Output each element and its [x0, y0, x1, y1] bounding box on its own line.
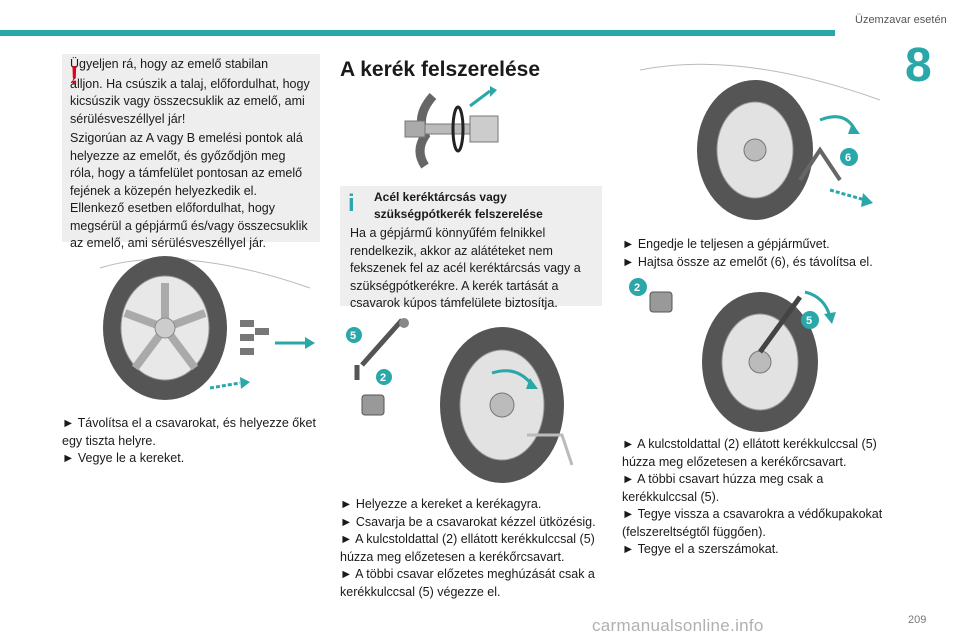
left-step-2: ► Vegye le a kereket. [62, 451, 185, 465]
info-title: Acél keréktárcsás vagy szükségpótkerék f… [374, 190, 543, 221]
badge-6-label: 6 [845, 152, 851, 164]
section-heading: A kerék felszerelése [340, 58, 541, 81]
right-step-b2: ► A többi csavart húzza meg csak a kerék… [622, 472, 824, 504]
warning-line-2: álljon. Ha csúszik a talaj, előfordulhat… [70, 76, 310, 126]
badge-2-right-label: 2 [634, 282, 640, 294]
warning-box: ! Ügyeljen rá, hogy az emelő stabilan ál… [62, 54, 320, 250]
left-steps: ► Távolítsa el a csavarokat, és helyezze… [62, 415, 320, 468]
badge-2-right [629, 278, 647, 296]
chapter-number: 8 [905, 39, 932, 92]
right-step-a1: ► Engedje le teljesen a gépjárművet. [622, 237, 830, 251]
page-number: 209 [908, 614, 927, 626]
middle-step-2: ► Csavarja be a csavarokat kézzel ütközé… [340, 514, 596, 529]
left-step-1: ► Távolítsa el a csavarokat, és helyezze… [62, 416, 316, 448]
badge-2-label: 2 [380, 372, 386, 384]
info-body: Ha a gépjármű könnyűfém felnikkel rendel… [350, 226, 581, 310]
right-step-b1: ► A kulcstoldattal (2) ellátott kerékkul… [622, 437, 877, 469]
badge-5-label: 5 [350, 330, 356, 342]
wheel-mount-illustration: 5 2 [346, 318, 574, 483]
middle-steps: ► Helyezze a kereket a kerékagyra. ► Csa… [340, 496, 602, 601]
wrench-tightening-illustration: 2 5 [629, 278, 836, 432]
badge-5 [346, 327, 362, 343]
right-step-b3: ► Tegye vissza a csavarokra a védőkupako… [622, 507, 883, 539]
middle-step-3: ► A kulcstoldattal (2) ellátott kerékkul… [340, 532, 595, 564]
badge-6 [840, 148, 858, 166]
exclamation-icon: ! [70, 60, 79, 90]
warning-line-1: Ügyeljen rá, hogy az emelő stabilan [70, 57, 269, 71]
info-icon: i [348, 190, 355, 217]
right-step-b4: ► Tegye el a szerszámokat. [622, 542, 779, 556]
header-accent-bar [0, 30, 835, 36]
right-steps-b: ► A kulcstoldattal (2) ellátott kerékkul… [622, 436, 887, 559]
washer-bolt-illustration [404, 86, 499, 169]
info-box: i Acél keréktárcsás vagy szükségpótkerék… [340, 186, 602, 310]
warning-line-3: Szigorúan az A vagy B emelési pontok alá… [70, 131, 308, 250]
jack-lowering-illustration: 6 [639, 63, 881, 220]
watermark: carmanualsonline.info [592, 616, 764, 635]
badge-2 [376, 369, 392, 385]
middle-step-1: ► Helyezze a kereket a kerékagyra. [340, 497, 542, 511]
middle-step-4: ► A többi csavar előzetes meghúzását csa… [340, 567, 595, 599]
badge-5-right-label: 5 [806, 315, 812, 327]
badge-5-right [801, 311, 819, 329]
right-step-a2: ► Hajtsa össze az emelőt (6), és távolít… [622, 254, 873, 269]
right-steps-a: ► Engedje le teljesen a gépjárművet. ► H… [622, 236, 887, 271]
section-title: Üzemzavar esetén [855, 14, 947, 26]
wheel-removal-illustration [99, 256, 315, 400]
